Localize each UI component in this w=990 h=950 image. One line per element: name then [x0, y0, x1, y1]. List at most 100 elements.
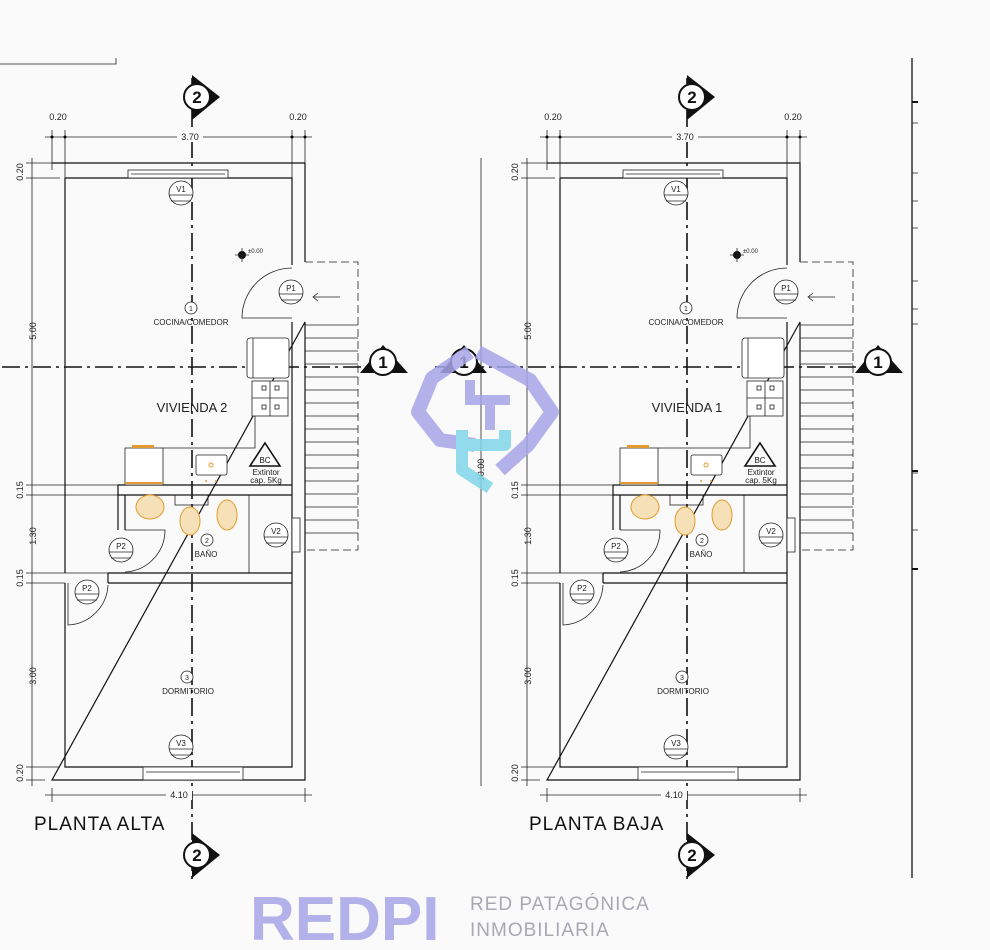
tag-v3: V3	[168, 734, 194, 760]
washbasin	[135, 494, 165, 520]
watermark-brand: REDPI	[250, 885, 439, 950]
unit-name: VIVIENDA 2	[157, 400, 228, 415]
dim-label: 1.30	[28, 527, 38, 545]
bottom-dimension: 4.10	[540, 788, 807, 802]
dim-label: 3.70	[181, 132, 199, 142]
bidet	[216, 499, 238, 531]
extinguisher-class: BC	[754, 456, 765, 465]
toilet	[179, 506, 201, 536]
water-heater	[124, 447, 164, 486]
left-dimension: 0.20 5.00 0.15 1.30 0.15 3.00 0.20	[15, 158, 118, 786]
extinguisher-sign: BC Extintor cap. 5Kg	[248, 441, 282, 485]
tag-v1: V1	[663, 180, 689, 206]
stairs	[305, 261, 359, 551]
arrow-icon	[807, 292, 835, 302]
tag-p2-bedroom: P2	[569, 579, 595, 605]
extinguisher-class: BC	[259, 456, 270, 465]
tag-label: V1	[671, 185, 681, 194]
tag-p2-bedroom: P2	[74, 579, 100, 605]
dim-label: 5.00	[28, 322, 38, 340]
tag-v1: V1	[168, 180, 194, 206]
dim-label: 0.20	[544, 112, 562, 122]
room-name: DORMITORIO	[657, 687, 709, 696]
tag-label: P1	[286, 284, 296, 293]
axis-label: 2	[192, 88, 201, 107]
room-name: BAÑO	[195, 550, 218, 559]
fridge	[246, 337, 290, 379]
axis-label: 1	[873, 353, 882, 372]
window-bottom	[637, 766, 739, 781]
room-bath: 2 BAÑO	[690, 533, 713, 559]
overall-height-dimension: 10.00	[476, 158, 486, 786]
dim-label: 0.20	[510, 163, 520, 181]
axis-marker-2-top: 2	[678, 75, 715, 120]
level-label: ±0.00	[743, 249, 759, 255]
room-name: COCINA/COMEDOR	[153, 318, 228, 327]
axis-label: 2	[687, 846, 696, 865]
plan-title: PLANTA BAJA	[529, 814, 664, 835]
level-label: ±0.00	[248, 249, 264, 255]
dim-label: 0.15	[510, 481, 520, 499]
fridge	[741, 337, 785, 379]
window-top	[127, 169, 229, 179]
axis-marker-2-bottom: 2	[183, 833, 220, 878]
washbasin	[630, 494, 660, 520]
dim-label: 3.70	[676, 132, 694, 142]
window-bath	[291, 517, 301, 553]
tag-label: P2	[611, 542, 621, 551]
top-dimension: 0.20 3.70 0.20	[45, 112, 312, 178]
door-p2-bedroom	[67, 583, 109, 626]
plans-root: 2 2 1 1 0.20 3.70 0.20 4.10 0.20 5.00 0.…	[0, 75, 903, 880]
tag-label: P2	[82, 584, 92, 593]
dim-label: 3.00	[523, 667, 533, 685]
tag-p1: P1	[773, 279, 799, 305]
floor-plan-1: 2 2 1 1 0.20 3.70 0.20 4.10 0.20 5.00 0.…	[0, 75, 408, 880]
tag-label: V3	[671, 739, 681, 748]
level-mark: ±0.00	[730, 248, 759, 262]
dim-label: 3.00	[28, 667, 38, 685]
window-bath	[786, 517, 796, 553]
toilet	[674, 506, 696, 536]
warning-triangle-icon	[248, 441, 282, 467]
arrow-icon	[312, 292, 340, 302]
title-block-edge	[0, 58, 117, 65]
stairs	[800, 261, 854, 551]
kitchen-fixtures	[619, 337, 785, 486]
dim-label: 0.15	[15, 569, 25, 587]
axis-label: 2	[192, 846, 201, 865]
tag-v3: V3	[663, 734, 689, 760]
tag-label: P1	[781, 284, 791, 293]
tag-label: V2	[271, 527, 281, 536]
extinguisher-label: Extintor	[252, 468, 279, 477]
axis-label: 2	[687, 88, 696, 107]
top-dimension: 0.20 3.70 0.20	[540, 112, 807, 178]
dim-label: 0.20	[49, 112, 67, 122]
room-number: 3	[185, 675, 189, 682]
axis-label: 1	[378, 353, 387, 372]
room-number: 1	[189, 306, 193, 313]
dim-label: 0.15	[510, 569, 520, 587]
tag-label: P2	[577, 584, 587, 593]
dim-label: 5.00	[523, 322, 533, 340]
dim-label: 0.20	[510, 764, 520, 782]
room-kitchen: 1 COCINA/COMEDOR	[153, 301, 229, 327]
watermark-line1: RED PATAGÓNICA	[470, 893, 650, 915]
floor-plan-2: 2 2 1 1 0.20 3.70 0.20 4.10 0.20 5.00 0.…	[435, 75, 903, 880]
room-name: BAÑO	[690, 550, 713, 559]
extinguisher-sign: BC Extintor cap. 5Kg	[743, 441, 777, 485]
tag-label: V3	[176, 739, 186, 748]
room-bath: 2 BAÑO	[195, 533, 218, 559]
dim-label: 0.20	[15, 163, 25, 181]
room-number: 2	[205, 538, 209, 545]
axis-marker-1-right: 1	[855, 345, 903, 376]
kitchen-sink	[690, 454, 723, 476]
right-elevation-scale	[911, 58, 918, 878]
door-p2-bath	[619, 529, 661, 573]
watermark: REDPI RED PATAGÓNICA INMOBILIARIA	[250, 345, 650, 950]
dim-label: 0.15	[15, 481, 25, 499]
extinguisher-capacity: cap. 5Kg	[250, 476, 282, 485]
door-p1	[241, 267, 293, 319]
tag-label: P2	[116, 542, 126, 551]
axis-marker-1-right: 1	[360, 345, 408, 376]
